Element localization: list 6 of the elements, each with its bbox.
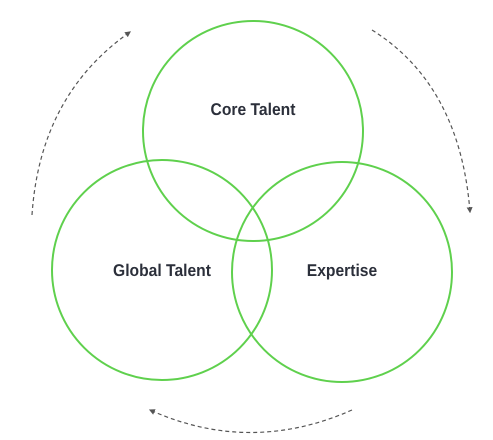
circle-label: Core Talent: [210, 100, 296, 120]
venn-circle: [231, 161, 453, 383]
venn-circle: [142, 20, 364, 242]
circle-label: Expertise: [306, 261, 378, 281]
circle-label: Global Talent: [112, 261, 212, 281]
venn-circle: [51, 159, 273, 381]
